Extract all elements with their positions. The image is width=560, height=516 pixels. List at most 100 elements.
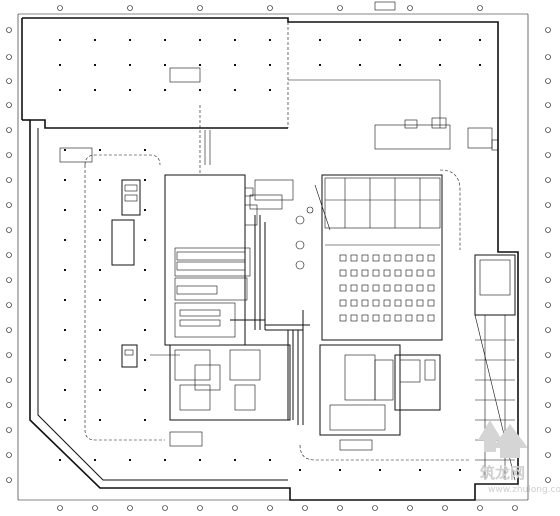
dining-table xyxy=(416,254,424,262)
column-marker xyxy=(129,459,131,461)
watermark-text: 筑龙网 xyxy=(479,464,525,482)
column-marker xyxy=(269,459,271,461)
column-marker xyxy=(94,89,96,91)
column-marker xyxy=(64,239,66,241)
dining-table xyxy=(339,299,347,307)
column-marker xyxy=(64,329,66,331)
dining-table xyxy=(394,284,402,292)
column-marker xyxy=(94,39,96,41)
dining-table xyxy=(350,314,358,322)
column-marker xyxy=(99,239,101,241)
column-marker xyxy=(64,389,66,391)
dining-table xyxy=(372,269,380,277)
dining-table xyxy=(339,284,347,292)
column-marker xyxy=(144,299,146,301)
dining-table xyxy=(416,299,424,307)
dining-table xyxy=(350,269,358,277)
left-axis-markers xyxy=(6,27,12,483)
column-marker xyxy=(64,419,66,421)
column-marker xyxy=(459,469,461,471)
dining-table xyxy=(394,269,402,277)
dining-table xyxy=(372,314,380,322)
dining-table xyxy=(361,269,369,277)
column-marker xyxy=(129,64,131,66)
column-marker xyxy=(269,89,271,91)
dining-table xyxy=(361,299,369,307)
column-marker xyxy=(359,39,361,41)
dining-table xyxy=(350,254,358,262)
column-marker xyxy=(59,39,61,41)
upper-parking-zone xyxy=(287,22,499,151)
column-marker xyxy=(419,469,421,471)
dining-table xyxy=(339,314,347,322)
dining-table xyxy=(361,254,369,262)
column-marker xyxy=(319,64,321,66)
column-marker xyxy=(64,299,66,301)
structural-columns xyxy=(59,39,481,471)
column-marker xyxy=(164,459,166,461)
column-marker xyxy=(199,459,201,461)
column-marker xyxy=(99,149,101,151)
column-marker xyxy=(129,89,131,91)
column-marker xyxy=(64,149,66,151)
column-marker xyxy=(64,359,66,361)
column-marker xyxy=(199,39,201,41)
dining-table xyxy=(361,284,369,292)
left-equipment-rooms xyxy=(111,179,141,368)
dining-table xyxy=(383,254,391,262)
column-marker xyxy=(94,459,96,461)
dining-table xyxy=(383,299,391,307)
column-marker xyxy=(299,469,301,471)
dining-table xyxy=(372,284,380,292)
dining-table xyxy=(416,284,424,292)
column-marker xyxy=(64,269,66,271)
column-marker xyxy=(439,64,441,66)
column-marker xyxy=(144,209,146,211)
dining-table xyxy=(405,269,413,277)
dining-table xyxy=(394,314,402,322)
column-marker xyxy=(64,209,66,211)
dining-table xyxy=(416,269,424,277)
dining-table xyxy=(427,254,435,262)
dining-table xyxy=(372,299,380,307)
column-marker xyxy=(59,89,61,91)
dining-table xyxy=(427,299,435,307)
column-marker xyxy=(144,149,146,151)
column-marker xyxy=(144,419,146,421)
column-marker xyxy=(59,459,61,461)
dining-hall xyxy=(321,174,443,341)
column-marker xyxy=(479,39,481,41)
column-marker xyxy=(94,64,96,66)
column-marker xyxy=(379,469,381,471)
building-outline xyxy=(21,17,519,501)
column-marker xyxy=(164,64,166,66)
dining-table xyxy=(350,284,358,292)
dining-table xyxy=(405,314,413,322)
column-marker xyxy=(64,179,66,181)
dining-tables xyxy=(339,254,435,322)
column-marker xyxy=(164,89,166,91)
column-marker xyxy=(234,459,236,461)
column-marker xyxy=(144,239,146,241)
column-marker xyxy=(199,64,201,66)
column-marker xyxy=(164,39,166,41)
room-label-boxes xyxy=(59,1,396,451)
column-marker xyxy=(99,359,101,361)
dining-table xyxy=(427,284,435,292)
dining-table xyxy=(427,269,435,277)
dining-table xyxy=(372,254,380,262)
column-marker xyxy=(144,389,146,391)
column-marker xyxy=(234,64,236,66)
dining-table xyxy=(383,269,391,277)
watermark-logo-icon xyxy=(478,420,528,458)
column-marker xyxy=(99,269,101,271)
dining-table xyxy=(394,299,402,307)
column-marker xyxy=(99,299,101,301)
column-marker xyxy=(99,179,101,181)
column-marker xyxy=(129,39,131,41)
column-marker xyxy=(479,64,481,66)
column-marker xyxy=(144,329,146,331)
dimension-lines xyxy=(17,13,529,501)
top-axis-markers xyxy=(57,5,483,11)
column-marker xyxy=(199,89,201,91)
